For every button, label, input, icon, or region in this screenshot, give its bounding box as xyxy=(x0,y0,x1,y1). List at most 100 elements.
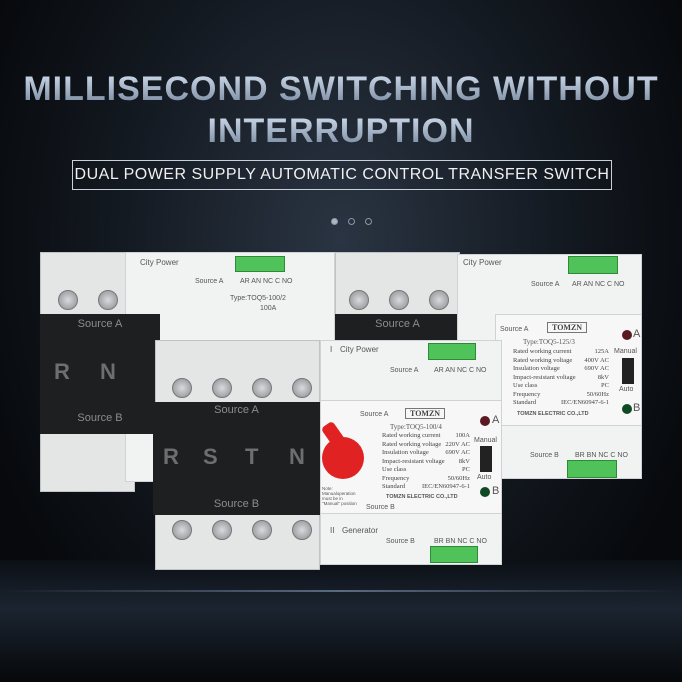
manual-label: Manual xyxy=(474,437,497,444)
panel-source-a: Source A xyxy=(500,326,529,333)
phase-cover: Source A R N Source B xyxy=(40,314,160,434)
carousel-dot-1[interactable] xyxy=(331,218,338,225)
brand-logo: TOMZN xyxy=(547,322,588,333)
headline-line-2: INTERRUPTION xyxy=(0,112,682,151)
city-power-label: City Power xyxy=(140,258,179,267)
cover-source-b: Source B xyxy=(213,498,260,510)
generator-label: Generator xyxy=(342,526,379,535)
spec-text: 8kV xyxy=(458,457,470,465)
spec-text: Frequency xyxy=(382,474,410,482)
subtitle: DUAL POWER SUPPLY AUTOMATIC CONTROL TRAN… xyxy=(72,160,612,190)
panel-source-a: Source A xyxy=(360,411,389,418)
spec-text: 125A xyxy=(594,348,609,355)
spec-text: Impact-resistant voltage xyxy=(513,373,576,381)
numeral-ii: II xyxy=(330,526,335,535)
screw xyxy=(212,378,232,398)
cover-source-b: Source B xyxy=(77,412,123,424)
manual-auto-switch[interactable] xyxy=(480,446,492,472)
terminal-connector xyxy=(568,256,618,274)
screw xyxy=(429,290,449,310)
spec-text: 690V AC xyxy=(584,365,609,372)
spec-text: IEC/EN60947-6-1 xyxy=(421,483,470,490)
screw xyxy=(172,378,192,398)
brand-logo: TOMZN xyxy=(405,408,446,419)
spec-text: IEC/EN60947-6-1 xyxy=(560,399,609,406)
screw xyxy=(349,290,369,310)
phase-cover: Source A R S T N Source B xyxy=(153,402,320,515)
spec-text: 8kV xyxy=(597,373,609,381)
pole-label: S xyxy=(203,444,218,469)
spec-text: 400V AC xyxy=(584,356,609,364)
terminal-connector xyxy=(567,460,617,478)
pole-label: T xyxy=(245,444,259,469)
source-a-label: Source A xyxy=(195,278,224,285)
spec-text: 100A xyxy=(455,432,470,439)
screw xyxy=(172,520,192,540)
spec-text: 690V AC xyxy=(445,449,470,456)
panel-source-b: Source B xyxy=(366,504,395,511)
screw xyxy=(292,520,312,540)
led-b xyxy=(622,404,632,414)
current-label: 100A xyxy=(260,305,277,312)
maker-label: TOMZN ELECTRIC CO.,LTD xyxy=(386,494,458,500)
spec-text: 50/60Hz xyxy=(447,474,470,482)
type-label: Type:TOQ5-100/2 xyxy=(230,295,286,302)
led-a xyxy=(622,330,632,340)
type-label: Type:TOQ5-100/4 xyxy=(390,423,442,431)
carousel-dot-3[interactable] xyxy=(365,218,372,225)
spec-text: Use class xyxy=(382,466,407,473)
pole-label: N xyxy=(100,359,116,384)
spec-text: Rated working voltage xyxy=(513,356,573,364)
led-b xyxy=(480,487,490,497)
type-label: Type:TOQ5-125/3 xyxy=(523,338,575,346)
terminals-b-label: BR BN NC C NO xyxy=(575,452,628,459)
maker-label: TOMZN ELECTRIC CO.,LTD xyxy=(517,411,589,417)
carousel-dot-2[interactable] xyxy=(348,218,355,225)
source-a-label: Source A xyxy=(390,367,419,374)
floor xyxy=(0,560,682,682)
spec-text: Insulation voltage xyxy=(513,365,560,372)
terminal-connector xyxy=(430,546,478,563)
spec-text: Standard xyxy=(382,483,406,490)
screw xyxy=(252,520,272,540)
screw xyxy=(98,290,118,310)
terminals-b-label: BR BN NC C NO xyxy=(434,538,487,545)
terminal-connector xyxy=(235,256,285,272)
carousel-dots xyxy=(331,218,372,225)
cover-source-a: Source A xyxy=(375,318,420,330)
led-a-label: A xyxy=(492,414,500,426)
pole-label: R xyxy=(54,359,70,384)
terminal-connector xyxy=(428,343,476,360)
screw xyxy=(292,378,312,398)
led-b-label: B xyxy=(492,485,500,497)
manual-label: Manual xyxy=(614,348,637,355)
spec-text: Use class xyxy=(513,382,538,389)
led-a xyxy=(480,416,490,426)
note-label: Note: Manualoperation must be in "Manual… xyxy=(322,486,357,506)
spec-text: 50/60Hz xyxy=(586,390,609,398)
spec-text: Standard xyxy=(513,399,537,406)
cover-source-a: Source A xyxy=(77,318,123,330)
spec-text: Insulation voltage xyxy=(382,449,429,456)
screw xyxy=(58,290,78,310)
source-a-label: Source A xyxy=(531,281,560,288)
pole-label: R xyxy=(163,444,179,469)
spec-text: Rated working current xyxy=(513,348,572,355)
auto-label: Auto xyxy=(619,386,634,393)
cover-source-a: Source A xyxy=(214,404,259,416)
spec-text: PC xyxy=(462,466,470,473)
screw xyxy=(252,378,272,398)
manual-auto-switch[interactable] xyxy=(622,358,634,384)
spec-table: Rated working current 125A Rated working … xyxy=(513,348,609,408)
source-b-label: Source B xyxy=(386,538,415,545)
spec-text: Rated working voltage xyxy=(382,440,442,448)
terminals-label: AR AN NC C NO xyxy=(240,278,293,285)
auto-label: Auto xyxy=(477,474,492,481)
terminals-label: AR AN NC C NO xyxy=(434,367,487,374)
headline-line-1: MILLISECOND SWITCHING WITHOUT xyxy=(0,70,682,109)
led-b-label: B xyxy=(633,402,641,414)
floor-highlight xyxy=(0,590,682,592)
spec-text: Frequency xyxy=(513,390,541,398)
numeral-i: I xyxy=(330,345,333,354)
